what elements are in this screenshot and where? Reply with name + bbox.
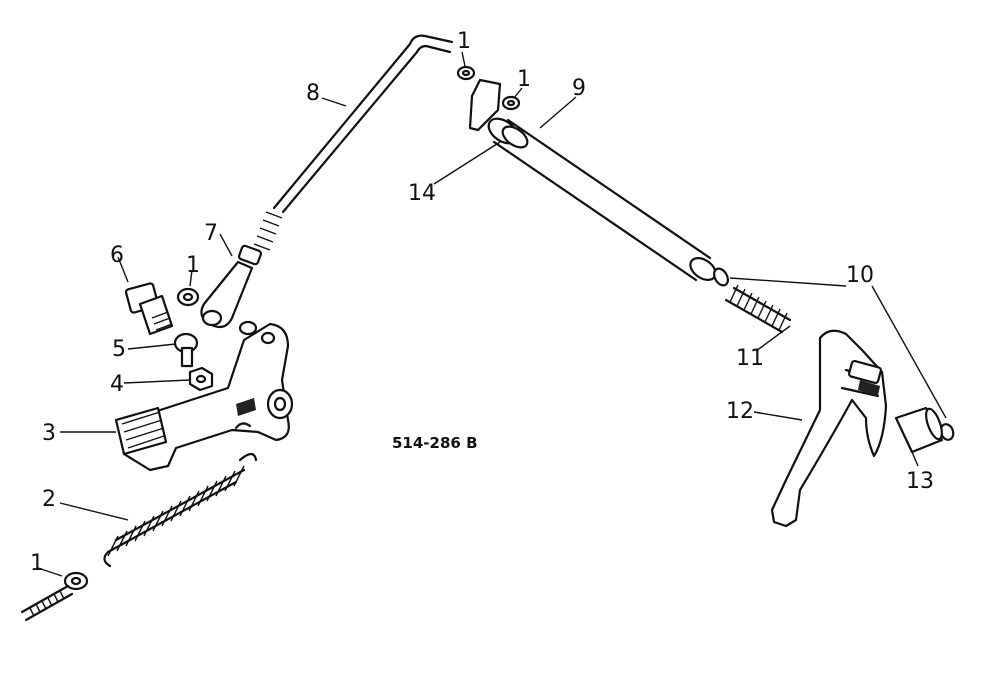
callout-1-eye-bolt: 1 bbox=[30, 551, 44, 576]
callout-8: 8 bbox=[306, 81, 320, 106]
callout-2: 2 bbox=[42, 487, 56, 512]
part-1-washer-clevis bbox=[176, 287, 200, 307]
callout-5: 5 bbox=[112, 337, 126, 362]
callout-10: 10 bbox=[846, 263, 874, 288]
part-6-bolt bbox=[124, 282, 174, 336]
part-1-eye-bolt bbox=[20, 571, 89, 622]
callout-11: 11 bbox=[736, 346, 764, 371]
part-5-pin bbox=[173, 332, 199, 368]
part-13-bushing bbox=[894, 406, 944, 454]
part-9-cross-shaft bbox=[468, 78, 717, 282]
callout-7: 7 bbox=[204, 221, 218, 246]
drawing-code: 514-286 B bbox=[392, 434, 478, 452]
part-8-shift-rod bbox=[237, 34, 454, 266]
part-7-clevis bbox=[200, 260, 254, 329]
callout-1-clevis: 1 bbox=[186, 253, 200, 278]
leader-lines bbox=[37, 51, 947, 577]
callout-14: 14 bbox=[408, 181, 436, 206]
part-12-shift-fork bbox=[770, 329, 888, 528]
part-11-detent-spring bbox=[724, 284, 792, 334]
callout-9: 9 bbox=[572, 76, 586, 101]
part-4-nut bbox=[188, 366, 214, 392]
callout-1-upper: 1 bbox=[457, 29, 471, 54]
callout-12: 12 bbox=[726, 399, 754, 424]
part-1-washer-shaft bbox=[501, 95, 521, 111]
part-10-o-ring-a bbox=[713, 267, 729, 287]
part-3-pedal-lever bbox=[114, 320, 294, 472]
callout-4: 4 bbox=[110, 372, 124, 397]
callout-6: 6 bbox=[110, 243, 124, 268]
part-1-washer-upper bbox=[456, 65, 476, 81]
callout-3: 3 bbox=[42, 421, 56, 446]
callout-labels: 1 1 1 1 2 3 4 5 6 7 8 9 10 11 12 13 14 bbox=[30, 29, 934, 576]
callout-13: 13 bbox=[906, 469, 934, 494]
part-14-collar bbox=[487, 117, 529, 149]
part-2-return-spring bbox=[103, 452, 258, 568]
callout-1-shaft: 1 bbox=[517, 67, 531, 92]
